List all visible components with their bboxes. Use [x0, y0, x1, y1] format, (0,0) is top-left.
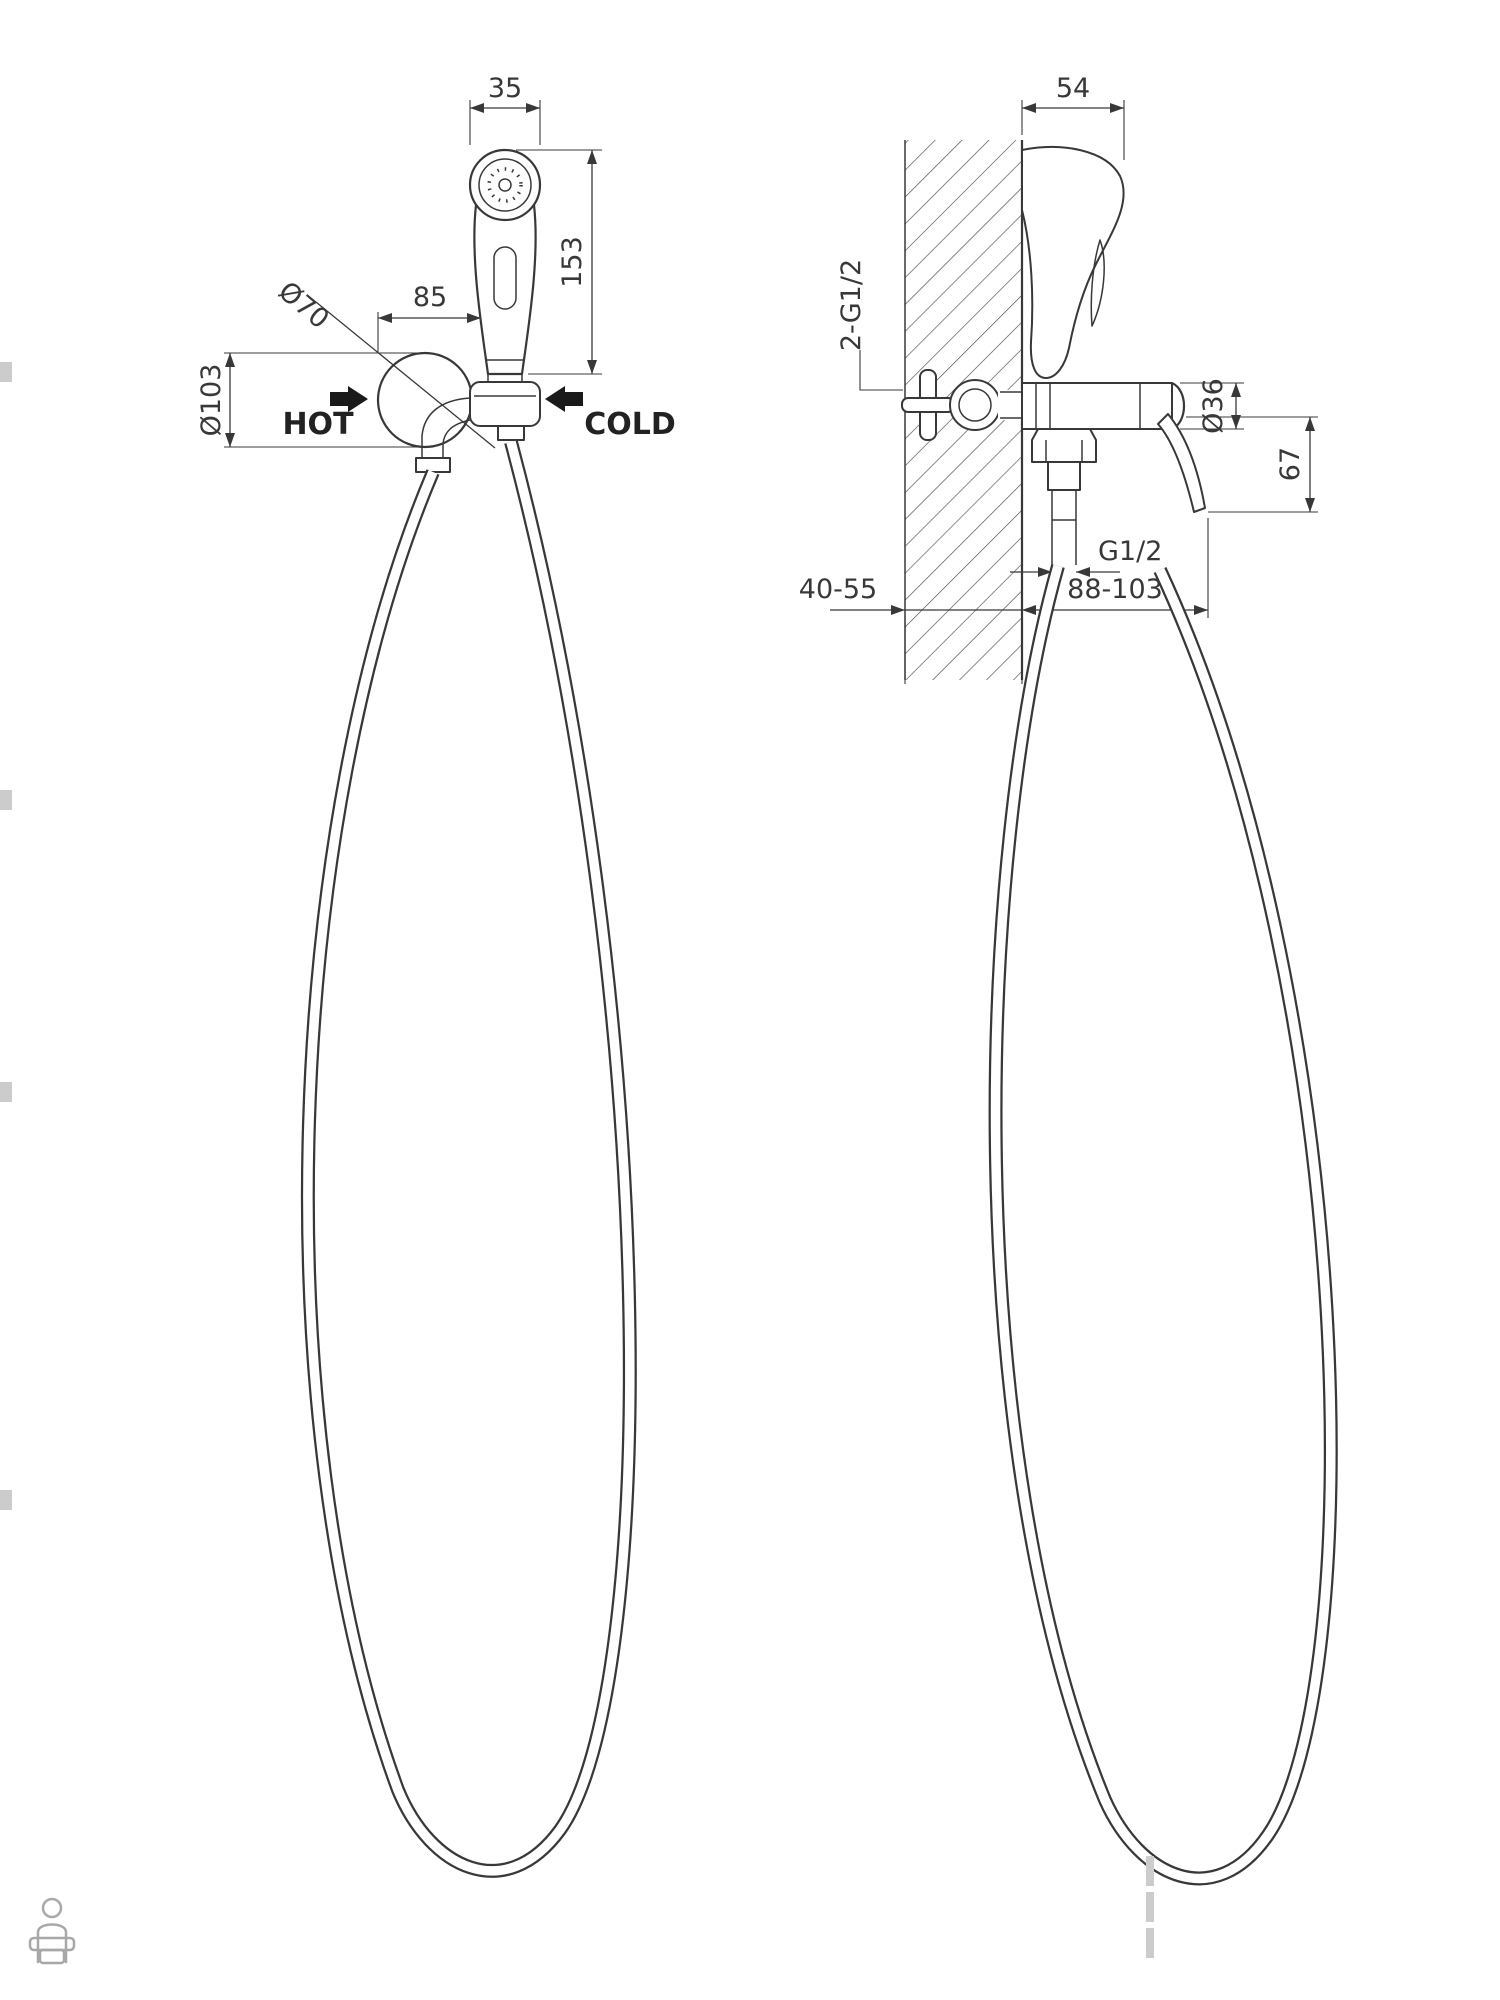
dim-wall-and-reach: 40-55 88-103 [799, 518, 1209, 684]
valve-body-rect [1021, 382, 1173, 430]
dim-label-153: 153 [557, 236, 588, 288]
spray-center [498, 178, 512, 192]
dim-label-88-103: 88-103 [1067, 574, 1163, 605]
hose-connector [1047, 461, 1081, 491]
hot-flow-arrow-icon [330, 386, 368, 412]
dim-head-width: 35 [469, 73, 541, 145]
valve-flange-outer [949, 379, 1001, 431]
handle-outline [473, 204, 537, 376]
hose-outlet-nut [415, 457, 451, 473]
handset-front [468, 148, 542, 376]
pipe-mask [998, 390, 1022, 420]
dim-body-diameter: Ø36 [1180, 378, 1244, 434]
handle-slot [493, 246, 517, 310]
watermark-side-text [1146, 1856, 1154, 1958]
dim-label-85: 85 [413, 282, 447, 313]
dim-label-67: 67 [1275, 447, 1306, 481]
dim-head-depth: 54 [1021, 73, 1125, 160]
dim-lever-length: 67 [1186, 416, 1318, 513]
cross-handle-horizontal [901, 397, 955, 413]
handset-side [1021, 146, 1125, 379]
wall-bracket-front [376, 351, 541, 473]
supply-valve-in-wall [901, 369, 1022, 441]
elbow-inner [442, 419, 471, 458]
dim-label-54: 54 [1056, 73, 1090, 104]
handset-holder [469, 381, 541, 427]
watermark-logo [28, 1897, 76, 1965]
valve-lever [1157, 413, 1206, 513]
dim-label-2g12: 2-G1/2 [836, 259, 867, 351]
spray-head-outline [468, 148, 542, 222]
hose-nut [1031, 428, 1097, 463]
nozzle-dots [487, 167, 523, 203]
spray-face-ring [478, 158, 532, 212]
dim-label-d70: Ø70 [272, 276, 335, 335]
cold-flow-arrow-icon [545, 386, 583, 412]
dim-label-d103: Ø103 [196, 364, 227, 437]
dim-label-g12: G1/2 [1098, 536, 1162, 567]
dim-label-35: 35 [488, 73, 522, 104]
handset-lever-detail [1090, 239, 1105, 327]
elbow-outer [421, 397, 471, 458]
dim-offset: 85 [377, 282, 481, 352]
shower-hose-side [988, 564, 1338, 1886]
dim-label-40-55: 40-55 [799, 574, 877, 605]
shower-hose-front [300, 440, 637, 1878]
front-view: 35 153 85 Ø70 Ø103 H [196, 73, 676, 473]
hot-cold-labels: HOT COLD [282, 386, 676, 442]
handset-inlet-nut [497, 425, 525, 441]
watermark-edge-marks [0, 362, 12, 1510]
valve-flange-inner [958, 388, 992, 422]
dim-supply-thread: 2-G1/2 [836, 259, 903, 391]
dim-plate-diameter: Ø103 [196, 352, 426, 448]
valve-body [1021, 381, 1206, 565]
side-view: 54 2-G1/2 Ø36 67 G1/2 [799, 73, 1318, 684]
dim-hose-thread: G1/2 [1010, 536, 1162, 577]
dim-label-d36: Ø36 [1198, 378, 1229, 434]
hot-label: HOT [282, 407, 354, 442]
handset-profile [1021, 146, 1125, 379]
dim-handset-height: 153 [516, 149, 602, 375]
cold-label: COLD [584, 407, 676, 442]
